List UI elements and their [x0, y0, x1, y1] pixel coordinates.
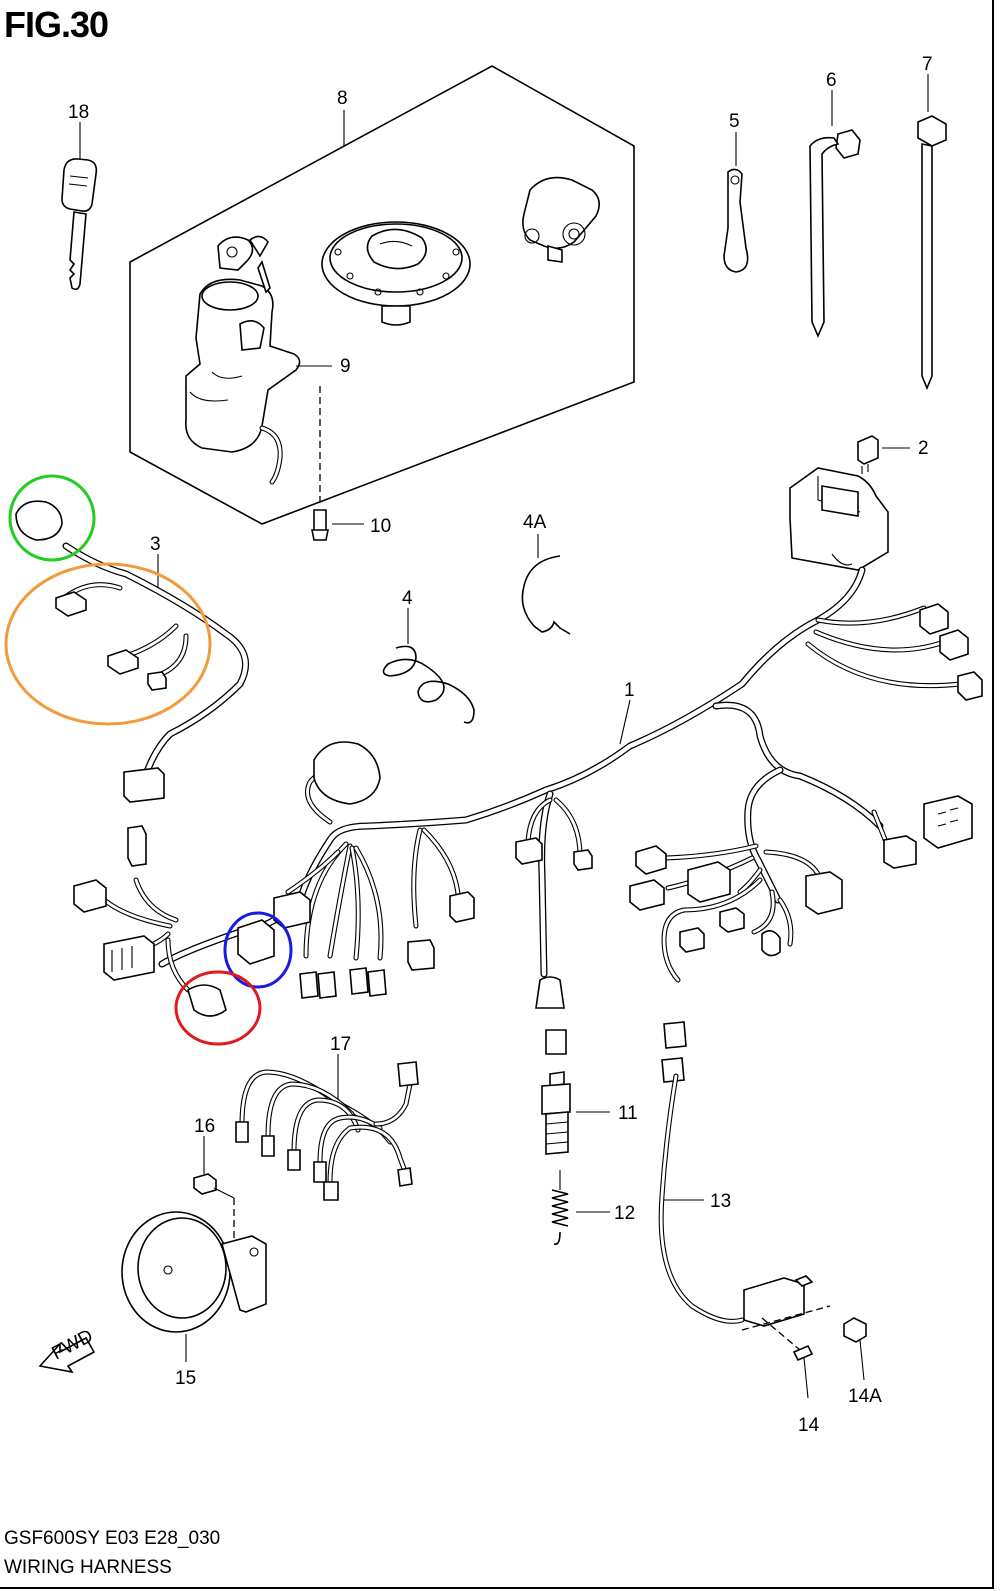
callout-7: 7 [922, 54, 933, 75]
bolt-part-10 [311, 386, 364, 541]
fuse-part-2 [857, 435, 910, 474]
figure-title: FIG.30 [4, 4, 109, 45]
horn-part-15 [121, 1211, 267, 1362]
callout-8: 8 [337, 88, 348, 109]
callout-14: 14 [798, 1415, 820, 1436]
harness-connectors [73, 603, 983, 1083]
callout-labels: 18 8 5 6 7 9 2 10 4A 3 4 1 17 11 16 13 1… [68, 54, 933, 1436]
cable-tie-part-7 [917, 74, 947, 391]
callout-10: 10 [370, 516, 391, 537]
callout-3: 3 [150, 534, 161, 555]
clamp-part-5 [723, 132, 749, 273]
model-code: GSF600SY E03 E28_030 [4, 1528, 221, 1549]
bolt-part-14A [843, 1317, 867, 1381]
callout-12: 12 [614, 1203, 635, 1224]
seat-lock [522, 176, 600, 263]
callout-11: 11 [618, 1103, 638, 1124]
highlight-green-connector [8, 474, 96, 562]
callout-18: 18 [68, 102, 89, 123]
callout-17: 17 [330, 1034, 351, 1055]
callout-4: 4 [402, 588, 413, 609]
fwd-arrow-icon: FWD [38, 1326, 97, 1374]
plug-leads-part-17 [235, 1054, 419, 1201]
wiring-harness-diagram: FWD 18 8 5 6 7 9 2 10 4A 3 4 1 17 11 16 … [4, 54, 983, 1436]
callout-1: 1 [624, 680, 635, 701]
callout-4A: 4A [523, 512, 547, 533]
sub-harness-part-3 [15, 500, 250, 803]
highlight-blue-connector [223, 911, 293, 989]
callout-14A: 14A [848, 1386, 882, 1407]
callout-5: 5 [729, 111, 740, 132]
callout-15: 15 [175, 1368, 196, 1389]
highlight-orange-subharness [4, 562, 212, 726]
callout-6: 6 [826, 70, 837, 91]
sensor-lead-part-13 [658, 1073, 831, 1351]
callout-13: 13 [710, 1191, 731, 1212]
relay-box [789, 467, 889, 571]
callout-2: 2 [918, 438, 929, 459]
fuel-cap [321, 221, 471, 326]
bolt-part-16 [193, 1136, 235, 1240]
screw-part-14 [792, 1344, 814, 1399]
clip-part-4A [521, 534, 571, 635]
highlight-red-connector [174, 970, 262, 1046]
callout-9: 9 [340, 356, 351, 377]
diagram-name: WIRING HARNESS [4, 1557, 172, 1578]
key-part-18 [61, 122, 98, 291]
callout-16: 16 [194, 1116, 215, 1137]
spring-part-12 [551, 1170, 610, 1246]
lock-set-part-8 [129, 65, 635, 525]
cable-tie-part-6 [809, 90, 861, 339]
ignition-switch-part-9 [185, 235, 301, 485]
brake-switch-part-11 [541, 1071, 610, 1155]
clip-part-4 [382, 608, 475, 724]
